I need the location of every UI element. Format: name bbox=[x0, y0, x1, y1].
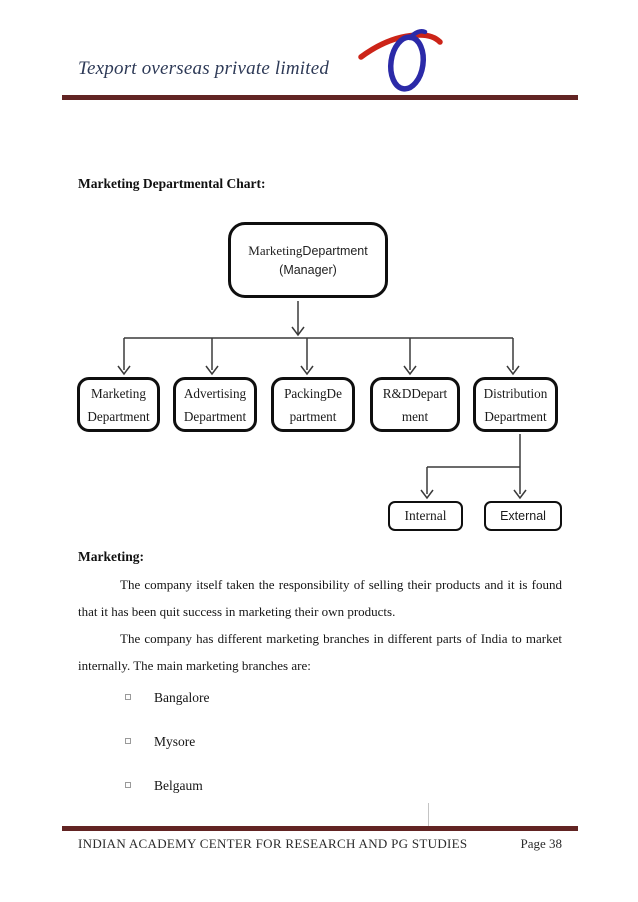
chart-section-heading: Marketing Departmental Chart: bbox=[78, 176, 266, 191]
org-node-advertising-department: Advertising Department bbox=[173, 377, 257, 432]
org-chart: MarketingDepartment (Manager) Marketing … bbox=[60, 210, 580, 545]
page-footer: INDIAN ACADEMY CENTER FOR RESEARCH AND P… bbox=[78, 836, 562, 852]
org-node-external: External bbox=[484, 501, 562, 531]
branch-list: Bangalore Mysore Belgaum bbox=[78, 684, 478, 816]
org-chart-connectors bbox=[117, 301, 527, 500]
paragraph-1: The company itself taken the responsibil… bbox=[78, 577, 562, 619]
page-number: Page 38 bbox=[520, 836, 562, 851]
org-node-marketing-department-manager: MarketingDepartment (Manager) bbox=[228, 222, 388, 298]
footer-divider bbox=[62, 826, 578, 831]
org-node-subtitle: (Manager) bbox=[279, 262, 337, 277]
texport-logo-icon bbox=[358, 29, 443, 92]
company-name: Texport overseas private limited bbox=[78, 58, 330, 79]
marketing-section-heading: Marketing: bbox=[78, 549, 144, 564]
footer-institution: INDIAN ACADEMY CENTER FOR RESEARCH AND P… bbox=[78, 836, 468, 851]
marketing-body-text: The company itself taken the responsibil… bbox=[78, 571, 562, 679]
header-divider bbox=[62, 95, 578, 100]
list-item-mysore: Mysore bbox=[78, 728, 478, 755]
square-bullet-icon bbox=[125, 738, 131, 744]
org-node-packing-department: PackingDe partment bbox=[271, 377, 355, 432]
square-bullet-icon bbox=[125, 694, 131, 700]
list-item-bangalore: Bangalore bbox=[78, 684, 478, 711]
list-item-belgaum: Belgaum bbox=[78, 772, 478, 799]
square-bullet-icon bbox=[125, 782, 131, 788]
org-node-internal: Internal bbox=[388, 501, 463, 531]
org-node-rd-department: R&DDepart ment bbox=[370, 377, 460, 432]
org-node-title: MarketingDepartment bbox=[248, 242, 368, 258]
stray-mark bbox=[428, 803, 429, 827]
org-node-distribution-department: Distribution Department bbox=[473, 377, 558, 432]
paragraph-2: The company has different marketing bran… bbox=[78, 631, 562, 673]
org-node-marketing-department: Marketing Department bbox=[77, 377, 160, 432]
